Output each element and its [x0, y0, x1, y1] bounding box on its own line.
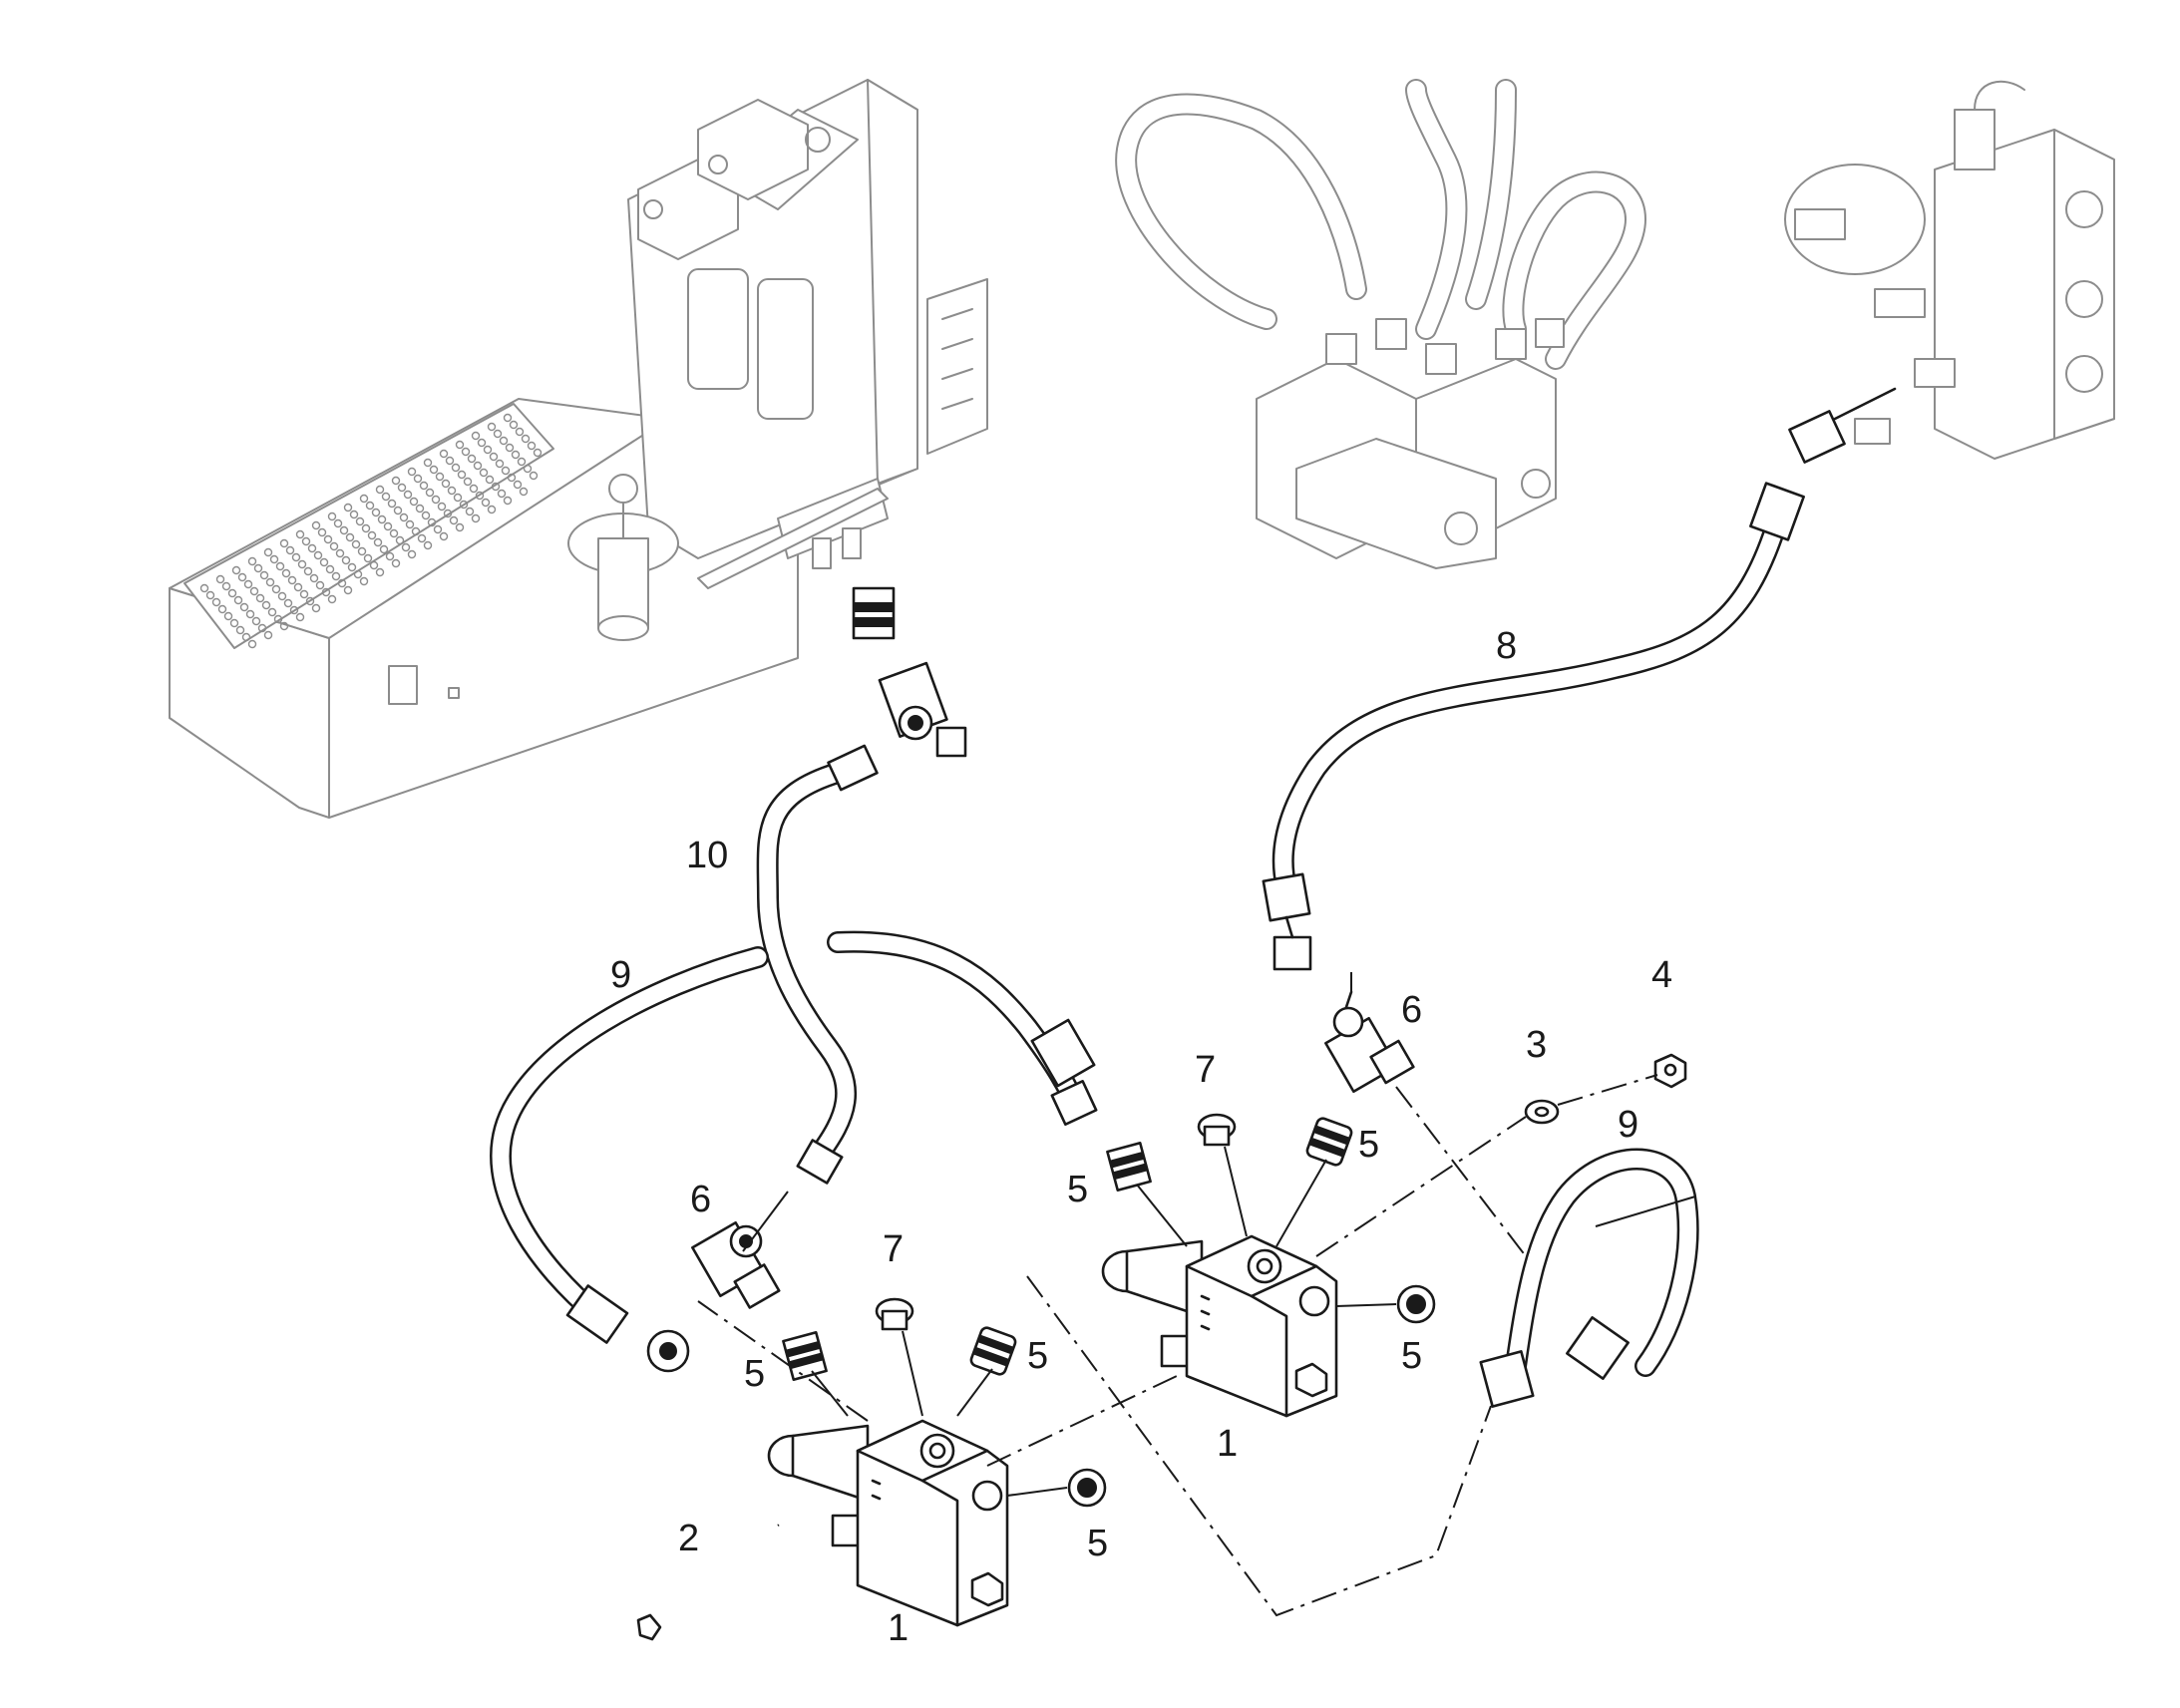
callout-10: 10	[686, 835, 728, 876]
adapter-fitting-5-b[interactable]	[969, 1326, 1017, 1376]
perforated-plate-holes	[199, 413, 543, 649]
hose-10[interactable]	[756, 744, 879, 1185]
tee-fitting-upper[interactable]	[852, 586, 967, 758]
adapter-fitting-5-c[interactable]	[1067, 1468, 1107, 1508]
callout-9-right: 9	[1618, 1104, 1638, 1146]
callout-5-f: 5	[1401, 1335, 1422, 1377]
adapter-fitting-5-e[interactable]	[1305, 1117, 1353, 1167]
valve-bank-context	[1115, 79, 1646, 569]
callout-6-left: 6	[690, 1179, 711, 1220]
callout-5-b: 5	[1027, 1335, 1048, 1377]
valve-block-1-lower[interactable]	[767, 1419, 1009, 1627]
callout-4: 4	[1651, 954, 1672, 996]
callout-7-lower: 7	[883, 1228, 904, 1270]
fitting-upper-right[interactable]	[1788, 387, 1897, 464]
callout-2: 2	[678, 1518, 699, 1559]
callout-7-upper: 7	[1195, 1049, 1216, 1091]
washer-3[interactable]	[1524, 1099, 1560, 1125]
tee-fitting-6-right[interactable]	[1324, 990, 1415, 1094]
centerlines	[697, 1074, 1658, 1617]
hose-8[interactable]	[1262, 482, 1805, 971]
plug-7-b[interactable]	[1197, 1113, 1237, 1147]
callout-labels: 10 8 9 9 6 6 7 7 5 5 5 5 5 5 3 4 2 1 1	[610, 625, 1672, 1649]
plug-7-a[interactable]	[875, 1297, 914, 1331]
callout-1-upper: 1	[1217, 1423, 1238, 1465]
callout-1-lower: 1	[888, 1607, 908, 1649]
bolt-2[interactable]	[636, 1524, 780, 1641]
adapter-fitting-5-f[interactable]	[1396, 1284, 1436, 1324]
callout-8: 8	[1496, 625, 1517, 667]
tee-fitting-6-left[interactable]	[691, 1220, 781, 1309]
callout-3: 3	[1526, 1024, 1547, 1066]
adapter-fitting-5-d[interactable]	[1106, 1141, 1152, 1193]
hose-9-right[interactable]	[1479, 1148, 1699, 1408]
diverter-valve-context	[1784, 80, 2115, 460]
callout-5-d: 5	[1067, 1169, 1088, 1210]
callout-6-right: 6	[1401, 989, 1422, 1031]
nut-4[interactable]	[1653, 1053, 1687, 1089]
valve-block-1-upper[interactable]	[1101, 1234, 1338, 1418]
hose-9-left[interactable]	[490, 930, 1098, 1373]
machine-frame-context	[169, 79, 988, 819]
callout-5-e: 5	[1358, 1124, 1379, 1166]
callout-5-c: 5	[1087, 1523, 1108, 1564]
adapter-fitting-5-a[interactable]	[782, 1330, 828, 1382]
callout-9-left: 9	[610, 954, 631, 996]
callout-5-a: 5	[744, 1353, 765, 1395]
